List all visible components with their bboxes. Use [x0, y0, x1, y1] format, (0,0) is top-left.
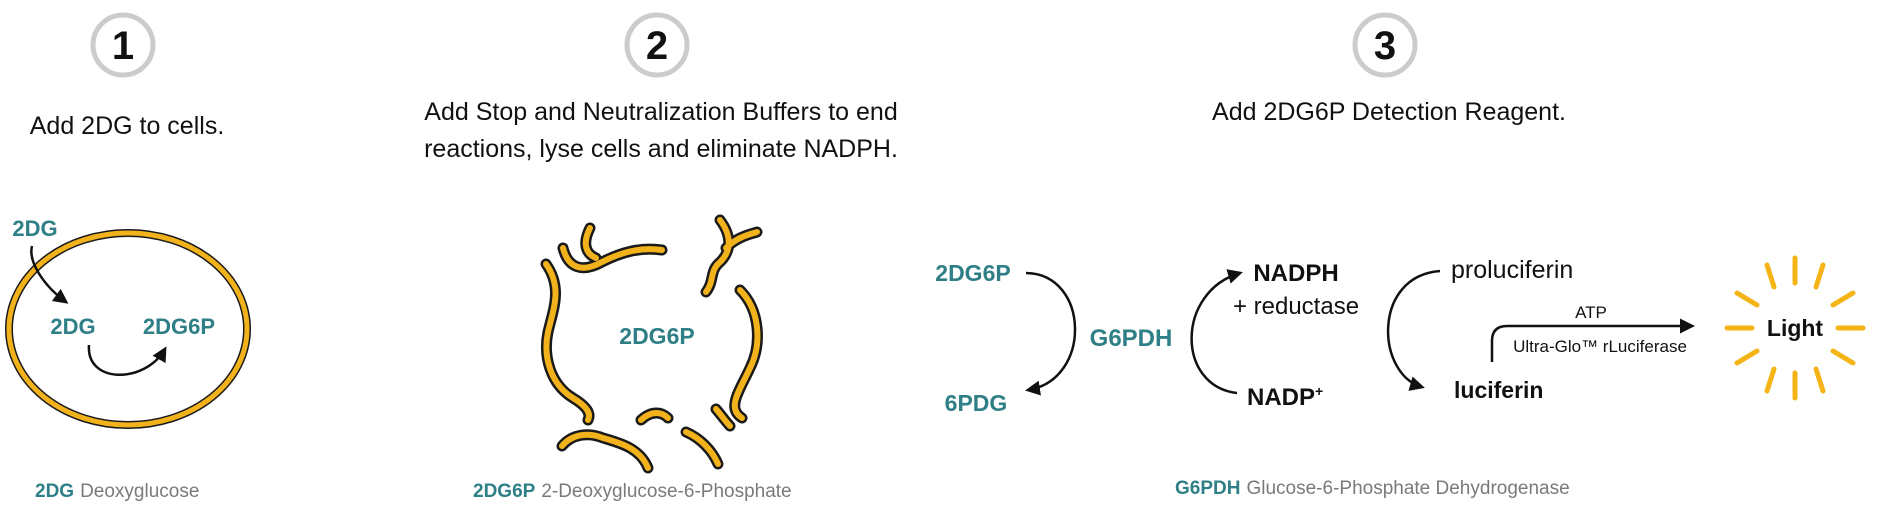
- step-2-number: 2: [646, 24, 668, 68]
- enzyme-g6pdh-label: G6PDH: [1090, 325, 1173, 352]
- legend-3-text: G6PDH Glucose-6-Phosphate Dehydrogenase: [1175, 478, 1570, 499]
- luciferin-label: luciferin: [1454, 377, 1543, 403]
- atp-label: ATP: [1575, 303, 1607, 322]
- nadp-text: NADP: [1247, 384, 1315, 411]
- nadp-superscript: +: [1315, 383, 1323, 399]
- uptake-arrow: [30, 245, 69, 304]
- light-label: Light: [1767, 315, 1824, 341]
- legend-1-full: Deoxyglucose: [80, 481, 199, 502]
- step-1-instruction: Add 2DG to cells.: [30, 112, 225, 140]
- g6pdh-reaction-arrow: [1025, 271, 1077, 396]
- panel-2-lysed-cell: 2DG6P: [540, 214, 763, 474]
- step-2-badge: 2: [624, 12, 690, 78]
- legend-3-full: Glucose-6-Phosphate Dehydrogenase: [1246, 478, 1569, 499]
- step-1-ring: [90, 12, 156, 78]
- inside-2dg-label: 2DG: [50, 314, 95, 339]
- legend-2-full: 2-Deoxyglucose-6-Phosphate: [541, 481, 791, 502]
- reductase-label: + reductase: [1233, 293, 1359, 320]
- luciferase-label: Ultra-Glo™ rLuciferase: [1513, 337, 1687, 356]
- membrane-fragments-fill: [543, 217, 761, 471]
- lysate-2dg6p-label: 2DG6P: [619, 323, 694, 349]
- nadph-label: NADPH: [1253, 260, 1338, 287]
- step-2-instruction-line-1: Add Stop and Neutralization Buffers to e…: [424, 98, 897, 126]
- step-3-instruction: Add 2DG6P Detection Reagent.: [1212, 98, 1566, 126]
- legend-1-abbr: 2DG: [35, 481, 74, 502]
- legend-2-abbr: 2DG6P: [473, 481, 536, 502]
- panel-1-legend: 2DG Deoxyglucose: [35, 481, 199, 502]
- step-2-ring: [624, 12, 690, 78]
- proluciferin-conversion-arrow: [1386, 269, 1441, 391]
- step-3-badge: 3: [1352, 12, 1418, 78]
- nadp-label: NADP+: [1247, 383, 1323, 411]
- step-1-badge: 1: [90, 12, 156, 78]
- panel-3-reactions: 2DG6P 6PDG G6PDH NADPH + reductase NADP+…: [935, 255, 1866, 416]
- proluciferin-label: proluciferin: [1451, 256, 1573, 284]
- inside-2dg6p-label: 2DG6P: [143, 314, 215, 339]
- panel-1-cell: 2DG 2DG 2DG6P: [5, 216, 251, 429]
- nadph-cycle-arrow: [1190, 269, 1243, 395]
- step-3-ring: [1352, 12, 1418, 78]
- light-burst-icon: [1724, 255, 1866, 401]
- step-1-number: 1: [112, 24, 134, 68]
- cell-membrane-fill: [6, 230, 250, 428]
- phosphorylation-arrow: [87, 344, 167, 376]
- substrate-2dg6p-label: 2DG6P: [935, 260, 1010, 286]
- legend-1-text: 2DG Deoxyglucose: [35, 481, 199, 502]
- step-2-instruction-line-2: reactions, lyse cells and eliminate NADP…: [424, 135, 898, 163]
- outside-2dg-label: 2DG: [12, 216, 57, 241]
- luciferase-reaction-arrow: [1490, 318, 1695, 362]
- step-3-number: 3: [1374, 24, 1396, 68]
- legend-3-abbr: G6PDH: [1175, 478, 1240, 499]
- product-6pdg-label: 6PDG: [945, 390, 1008, 416]
- panel-3-legend: G6PDH Glucose-6-Phosphate Dehydrogenase: [1175, 478, 1570, 499]
